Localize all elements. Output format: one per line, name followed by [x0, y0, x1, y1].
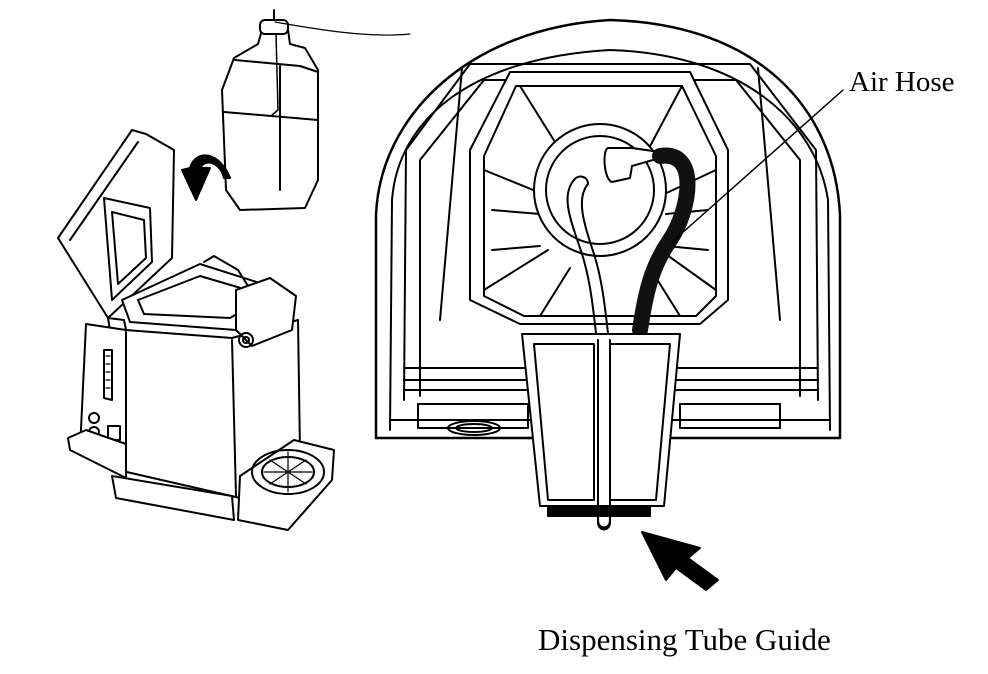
- air-hose-label: Air Hose: [849, 66, 955, 98]
- curved-arrow-icon: [181, 154, 231, 201]
- dispensing-tube-guide-label: Dispensing Tube Guide: [538, 622, 831, 657]
- dispensing-tube-guide: [521, 333, 681, 531]
- air-hose-leader-line: [671, 89, 844, 243]
- close-up-view: [374, 18, 842, 529]
- dispenser-machine: [57, 129, 335, 531]
- product-bottle: [221, 9, 411, 211]
- pointer-arrow-icon: [641, 531, 719, 591]
- air-hose: [632, 147, 696, 338]
